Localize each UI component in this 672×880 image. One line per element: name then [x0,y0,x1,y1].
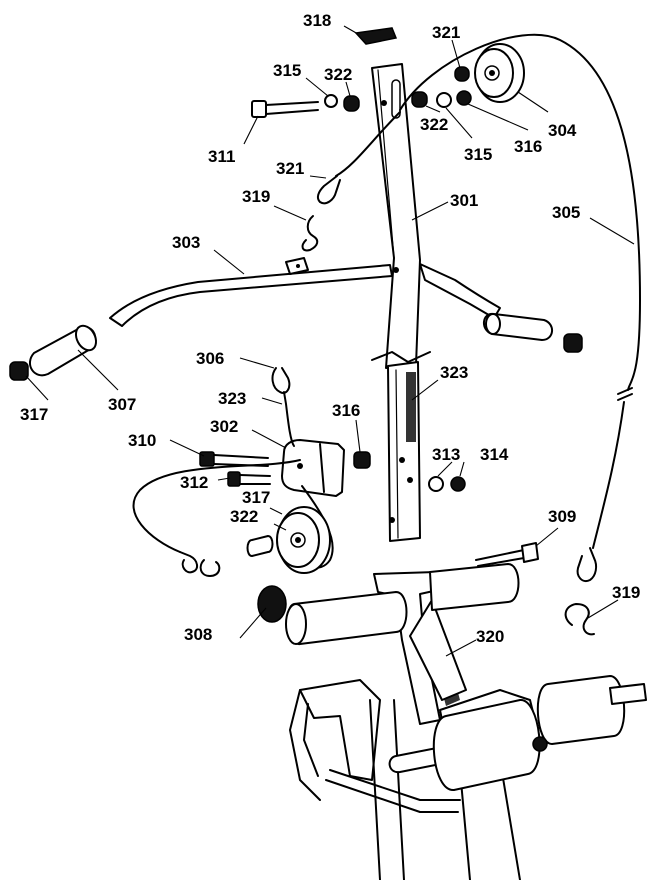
callout-319: 319 [612,583,640,602]
callout-308: 308 [184,625,212,644]
washer-313 [428,476,444,492]
snap-hook-319-lower [564,603,595,636]
washer-315-right [436,92,452,108]
cable-305 [399,33,641,391]
bushing-322-left [343,95,360,112]
callout-322: 322 [324,65,352,84]
callout-311: 311 [208,147,235,166]
callout-322: 322 [230,507,258,526]
bolt-312 [227,471,271,487]
callout-307: 307 [108,395,136,414]
callout-304: 304 [548,121,577,140]
callout-317: 317 [20,405,48,424]
roller-pad-308 [257,563,520,645]
callout-323: 323 [440,363,468,382]
bushing-322-lower [246,535,274,557]
callout-321: 321 [276,159,304,178]
callout-322: 322 [420,115,448,134]
callout-320: 320 [476,627,504,646]
callout-305: 305 [552,203,580,222]
callout-312: 312 [180,473,208,492]
bracket-302 [281,439,345,497]
bolt-309 [475,542,539,567]
cable-306 [271,367,291,394]
nut-314 [450,476,466,492]
callout-302: 302 [210,417,238,436]
callout-303: 303 [172,233,200,252]
callout-316: 316 [332,401,360,420]
callout-310: 310 [128,431,156,450]
grip-307-right [483,312,553,341]
callout-labels: 318 321 315 322 311 322 315 316 304 321 … [20,11,640,646]
callout-315: 315 [273,61,301,80]
callout-309: 309 [548,507,576,526]
callout-318: 318 [303,11,331,30]
callout-317: 317 [242,488,270,507]
leader-lines [25,25,635,657]
grip-307-left [29,324,98,377]
callout-315: 315 [464,145,492,164]
callout-306: 306 [196,349,224,368]
washer-315-left [324,94,338,108]
bushing-321-upper [454,66,470,82]
snap-hook-319-upper [301,215,319,252]
end-cap-317-left [9,361,29,381]
callout-314: 314 [480,445,509,464]
nut-316-upper [456,90,472,106]
callout-313: 313 [432,445,460,464]
bolt-310 [199,451,269,467]
end-cap-318 [354,27,398,45]
nut-316-bracket [353,451,371,469]
callout-319: 319 [242,187,270,206]
roller-pad-lower [388,675,647,792]
upper-pulley-304 [474,43,525,103]
pulley-lower [276,506,331,574]
bolt-311 [251,100,319,118]
callout-316: 316 [514,137,542,156]
end-cap-317-right [563,333,583,353]
bushing-322-right [411,91,428,108]
callout-323: 323 [218,389,246,408]
callout-301: 301 [450,191,478,210]
upright-post-301 [371,63,431,542]
lat-bar-303 [109,257,501,327]
callout-321: 321 [432,23,460,42]
